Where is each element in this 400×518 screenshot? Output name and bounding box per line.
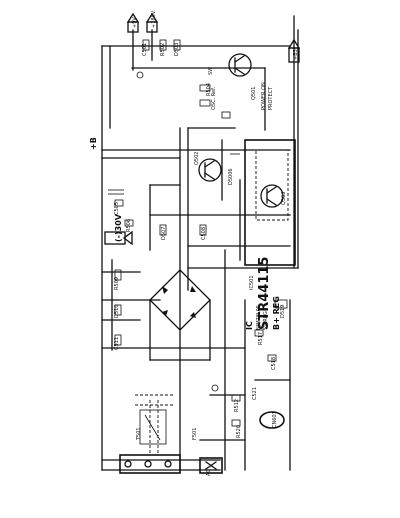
note-osc: OSC. Ref. [211,86,217,110]
label-r502: R502 [160,43,166,56]
label-r520: R520 [236,425,242,438]
note-power-on: POWER ON [261,82,267,110]
connector-brand: AC [206,469,212,476]
label-d519: D519 [280,305,286,318]
transistor-q3 [260,184,284,208]
component-labels: C501 R502 D503 R504 C505 R506 D507 C508 … [114,43,286,441]
q2-ref: Q502 [194,152,200,165]
label-r509: R509 [114,277,120,290]
ic-box [244,139,296,266]
note-protect: PROTECT [268,86,274,110]
label-c505: C505 [114,202,120,215]
label-d503: D503 [174,43,180,56]
label-r504: R504 [206,83,212,96]
arrow-2-label: +180V [151,10,157,28]
arrow-1-label: +9V [132,17,138,28]
label-c508: C508 [201,227,207,240]
transistor-q2 [198,158,222,182]
ic-ref: IC501 [249,275,255,290]
label-f501: F501 [192,428,198,440]
component-marks [108,39,288,427]
rail-arrows [104,12,301,246]
label-c511: C511 [114,337,120,350]
q1-ref: Q501 [251,87,257,100]
label-c518: C518 [271,357,277,370]
ic2-text-block: IC NJM78L05 5V REG [245,305,269,330]
transformer [135,394,175,455]
ic-function: B+ REG [272,296,281,330]
rail-plus-label: +B [89,137,98,150]
connector-cn601 [119,454,223,474]
ic-desc-line2: 5V REG [263,311,269,330]
connector-ref: CN601 [272,411,278,428]
label-r506: R506 [126,219,132,232]
label-t501: T501 [136,427,142,441]
cn601-badge [259,411,285,429]
label-d510: D510 [114,305,120,318]
note-sw: SW [208,67,214,75]
neg-rail-label: (-)30V [114,213,123,242]
ic-prefix: IC [245,321,254,330]
ic-inner-box [255,149,289,221]
label-d5006: D5006 [228,168,234,185]
label-r517: R517 [258,332,264,345]
ic-text-block: STR44115 B+ REG IC501 [249,257,281,330]
label-c521: C521 [252,387,258,400]
bridge-rectifier [149,269,211,361]
label-r512: R512 [234,399,240,412]
label-c501: C501 [142,43,148,56]
arrow-right-label: +B3 [293,49,299,60]
transistor-q1 [228,53,252,77]
ic-desc-line1: NJM78L05 [256,305,262,330]
ic-part-number: STR44115 [257,257,272,330]
label-d507: D507 [161,227,167,240]
q3-ref: Q503 [281,192,287,205]
